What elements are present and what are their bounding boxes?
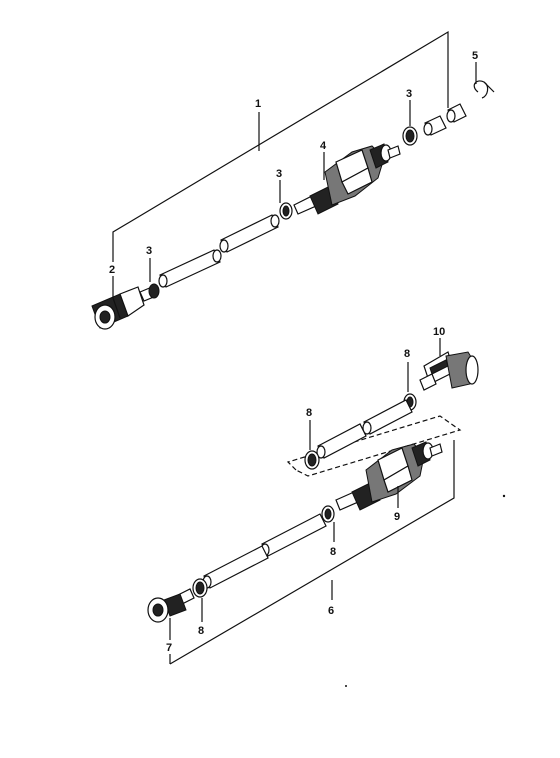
kit-shaft-lower bbox=[316, 423, 367, 459]
shaft-lower-segment-upper bbox=[260, 513, 327, 557]
boot-clamp-8-bottom bbox=[192, 578, 208, 598]
assembly-6-bracket bbox=[169, 440, 455, 665]
shaft-segment-upper bbox=[219, 214, 280, 253]
part-label-5: 5 bbox=[472, 50, 478, 62]
shaft-lower-segment-lower bbox=[202, 545, 269, 589]
circlip bbox=[473, 80, 495, 99]
part-label-8: 8 bbox=[306, 407, 312, 419]
part-label-3: 3 bbox=[146, 245, 152, 257]
part-label-3: 3 bbox=[406, 88, 412, 100]
kit-shaft-upper bbox=[362, 399, 413, 435]
assembly-1-bracket bbox=[112, 30, 449, 262]
boot-clamp-left bbox=[139, 283, 160, 302]
boot-joint-lower bbox=[335, 441, 443, 511]
part-label-9: 9 bbox=[394, 511, 400, 523]
stray-dot bbox=[345, 685, 347, 687]
boot-clamp-8-middle bbox=[321, 505, 335, 523]
part-label-4: 4 bbox=[320, 140, 327, 152]
part-label-10: 10 bbox=[433, 326, 445, 338]
boot-clamp-middle bbox=[279, 202, 293, 220]
part-label-8: 8 bbox=[198, 625, 204, 637]
yoke-joint bbox=[419, 351, 479, 391]
part-label-2: 2 bbox=[109, 264, 115, 276]
part-label-7: 7 bbox=[166, 642, 172, 654]
outer-joint-cup bbox=[91, 286, 145, 330]
boot-clamp-8-kit bbox=[304, 450, 320, 470]
boot-kit-dashed-box bbox=[286, 415, 462, 477]
part-label-1: 1 bbox=[255, 98, 261, 110]
part-label-8: 8 bbox=[330, 546, 336, 558]
shaft-segment-lower bbox=[158, 249, 222, 288]
pin-pair bbox=[423, 103, 467, 136]
boot-joint-upper bbox=[293, 143, 401, 215]
upper-shaft-assembly bbox=[91, 30, 495, 330]
outer-joint-cup-lower bbox=[147, 588, 195, 623]
part-label-8: 8 bbox=[404, 348, 410, 360]
boot-clamp-right bbox=[402, 126, 418, 146]
part-label-6: 6 bbox=[328, 605, 334, 617]
part-label-3: 3 bbox=[276, 168, 282, 180]
lower-shaft-assembly bbox=[147, 338, 479, 665]
stray-dot bbox=[502, 494, 506, 498]
